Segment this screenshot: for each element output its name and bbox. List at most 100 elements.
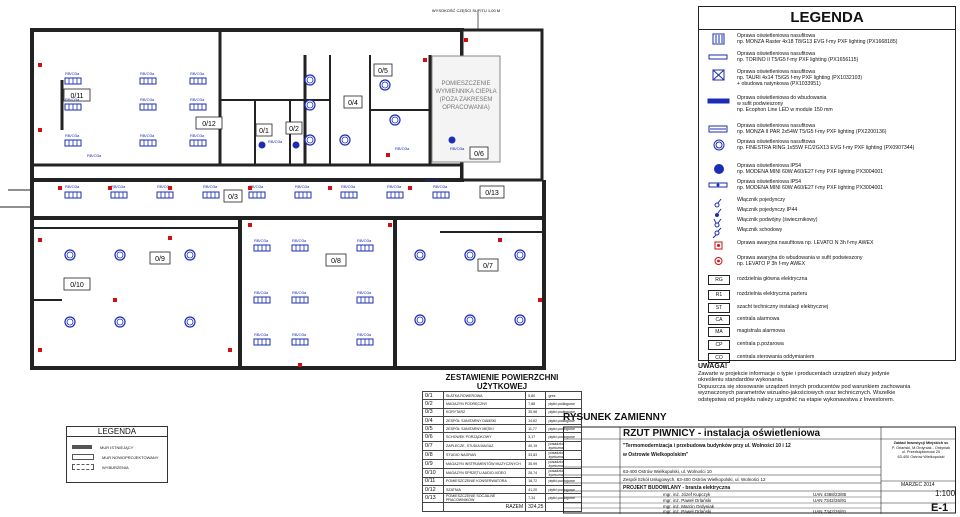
legend-item-text: Oprawa awaryjna do wbudowania w sufit po… [737,255,953,267]
circuit-label: RB/O3a [140,71,155,76]
note-line: Zawarte w projekcie informacje o typie i… [698,370,890,377]
emergency-luminaire [168,236,172,240]
circuit-label: RB/O3a [387,184,402,189]
designer-1-license: UAN 4388/23/85 [813,492,847,497]
legend-text-line: np. TORINO II T5/G5 f-my PXF lighting (P… [737,57,859,63]
circuit-label: RB/O3a [341,184,356,189]
circuit-label: RB/O3a [190,133,205,138]
legend-code-text: rozdzielnia elektryczna parteru [737,291,808,297]
raster-luminaire [139,77,157,85]
areas-title: ZESTAWIENIE POWIERZCHNI UŻYTKOWEJ [445,373,559,391]
finestra-ring-luminaire [339,134,351,146]
area-cell-n: 0/3 [422,407,444,417]
legend-code-text: centrala p.pożarowa [737,341,784,347]
boiler-label-2: WYMIENNIKA CIEPŁA [435,89,496,95]
note-line: odstępstwa od projektu należy uzgodnić n… [698,396,895,403]
legend-text-line: Oprawa oświetleniowa nasufitowa [737,51,816,57]
raster-luminaire [356,338,374,346]
raster-luminaire [110,191,128,199]
wall-legend-demolition: WYBURZENIA [102,464,129,470]
finestra-ring-luminaire [414,314,426,326]
legend-code-badge: ST [708,303,730,313]
finestra-ring-luminaire [464,249,476,261]
modena-ip54-round-icon [707,163,731,177]
circuit-label: RB/O3a [65,133,80,138]
circuit-label: RB/O3a [268,139,283,144]
emergency-luminaire [248,223,252,227]
area-cell-area: 41,20 [525,485,547,495]
legend-code-badge: R1 [708,290,730,300]
area-cell-n: 0/4 [422,415,444,426]
room-label-0-8: 0/8 [331,258,341,265]
note-line: Dopuszcza się stosowanie urządzeń innych… [698,383,911,390]
basement-floor-plan: POMIESZCZENIE WYMIENNIKA CIEPŁA (POZA ZA… [0,8,546,370]
finestra-ring-luminaire [464,314,476,326]
finestra-ring-luminaire [414,249,426,261]
legend-text-line: np. Ecophon Line LED w module 150 mm [737,107,833,113]
emergency-luminaire [248,186,252,190]
legend-text-line: Oprawa oświetleniowa IP54 [737,163,802,169]
finestra-ring-luminaire [184,249,196,261]
circuit-label: RB/O3a [254,238,269,243]
tauri-luminaire-icon [707,69,731,83]
emergency-luminaire [228,348,232,352]
raster-luminaire [64,103,82,111]
area-cell-area: 14,62 [525,415,547,426]
room-label-0-12: 0/12 [202,121,216,128]
circuit-label: RB/O3a [357,290,372,295]
finestra-ring-luminaire [514,249,526,261]
legend-code-text: magistrala alarmowa [737,328,785,334]
project-phase: PROJEKT BUDOWLANY - branża elektryczna [623,484,731,491]
finestra-ring-luminaire [304,134,316,146]
area-cell-area: 11,77 [525,424,547,434]
legend-text-line: Oprawa awaryjna do wbudowania w sufit po… [737,255,863,261]
top-height-label: WYSOKOŚĆ CZĘŚCI SUFITU 1,00 M [432,8,500,13]
legend-text-line: np. MODENA MINI 60W A60/E27 f-my PXF lig… [737,169,884,175]
circuit-label: RB/O3a [87,153,102,158]
modena-luminaire [448,136,456,144]
circuit-label: RB/O3a [292,238,307,243]
circuit-label: RB/O3a [433,184,448,189]
legend-text-line: Oprawa oświetleniowa nasufitowa [737,33,816,39]
circuit-label: RB/O3a [254,332,269,337]
circuit-label: RB/O3a [140,133,155,138]
note-heading: UWAGA! [698,363,728,370]
wall-legend: LEGENDA MUR ISTNIEJĄCY MUR NOWOPROJEKTOW… [66,426,168,483]
circuit-label: RB/O3a [190,71,205,76]
raster-luminaire [64,139,82,147]
finestra-ring-luminaire [379,79,391,91]
firm-line: ul. Przedsiębiorców 20 [901,450,941,454]
wall-legend-title: LEGENDA [67,427,167,437]
raster-luminaire [386,191,404,199]
drawing-scale: 1:100 [935,489,956,498]
area-cell-name: MAGAZYN PODRĘCZNY [442,399,527,409]
legend-item-text: Włącznik podwójny (świecznikowy) [737,217,953,223]
modena-luminaire [292,141,300,149]
area-cell-n: 0/7 [422,440,444,451]
area-cell-area: 35,99 [525,458,547,469]
emergency-luminaire [38,238,42,242]
legend-text-line: np. MONZA II PAR 2x54W T5/G5 f-my PXF li… [737,129,887,135]
area-cell-area: 33,83 [525,449,547,460]
legend-text-line: Włącznik schodowy [737,227,783,233]
wall-legend-row: WYBURZENIA [67,462,167,472]
raster-luminaire [156,191,174,199]
circuit-label: RB/O3a [395,146,410,151]
circuit-label: RB/O3a [425,178,440,183]
project-address: 63-400 Ostrów Wielkopolski, ul. Wolności… [623,468,712,474]
area-cell-name: ZESPÓŁ SANITARNY DAMSKI [442,415,527,426]
area-cell-name: SCHOWEK PORZĄDKOWY [442,432,527,442]
legend-text-line: Oprawa oświetleniowa nasufitowa [737,123,816,129]
legend-text-line: np. MONZA Raster 4x18 T8/G13 EVG f-my PX… [737,39,898,45]
raster-luminaire [189,139,207,147]
